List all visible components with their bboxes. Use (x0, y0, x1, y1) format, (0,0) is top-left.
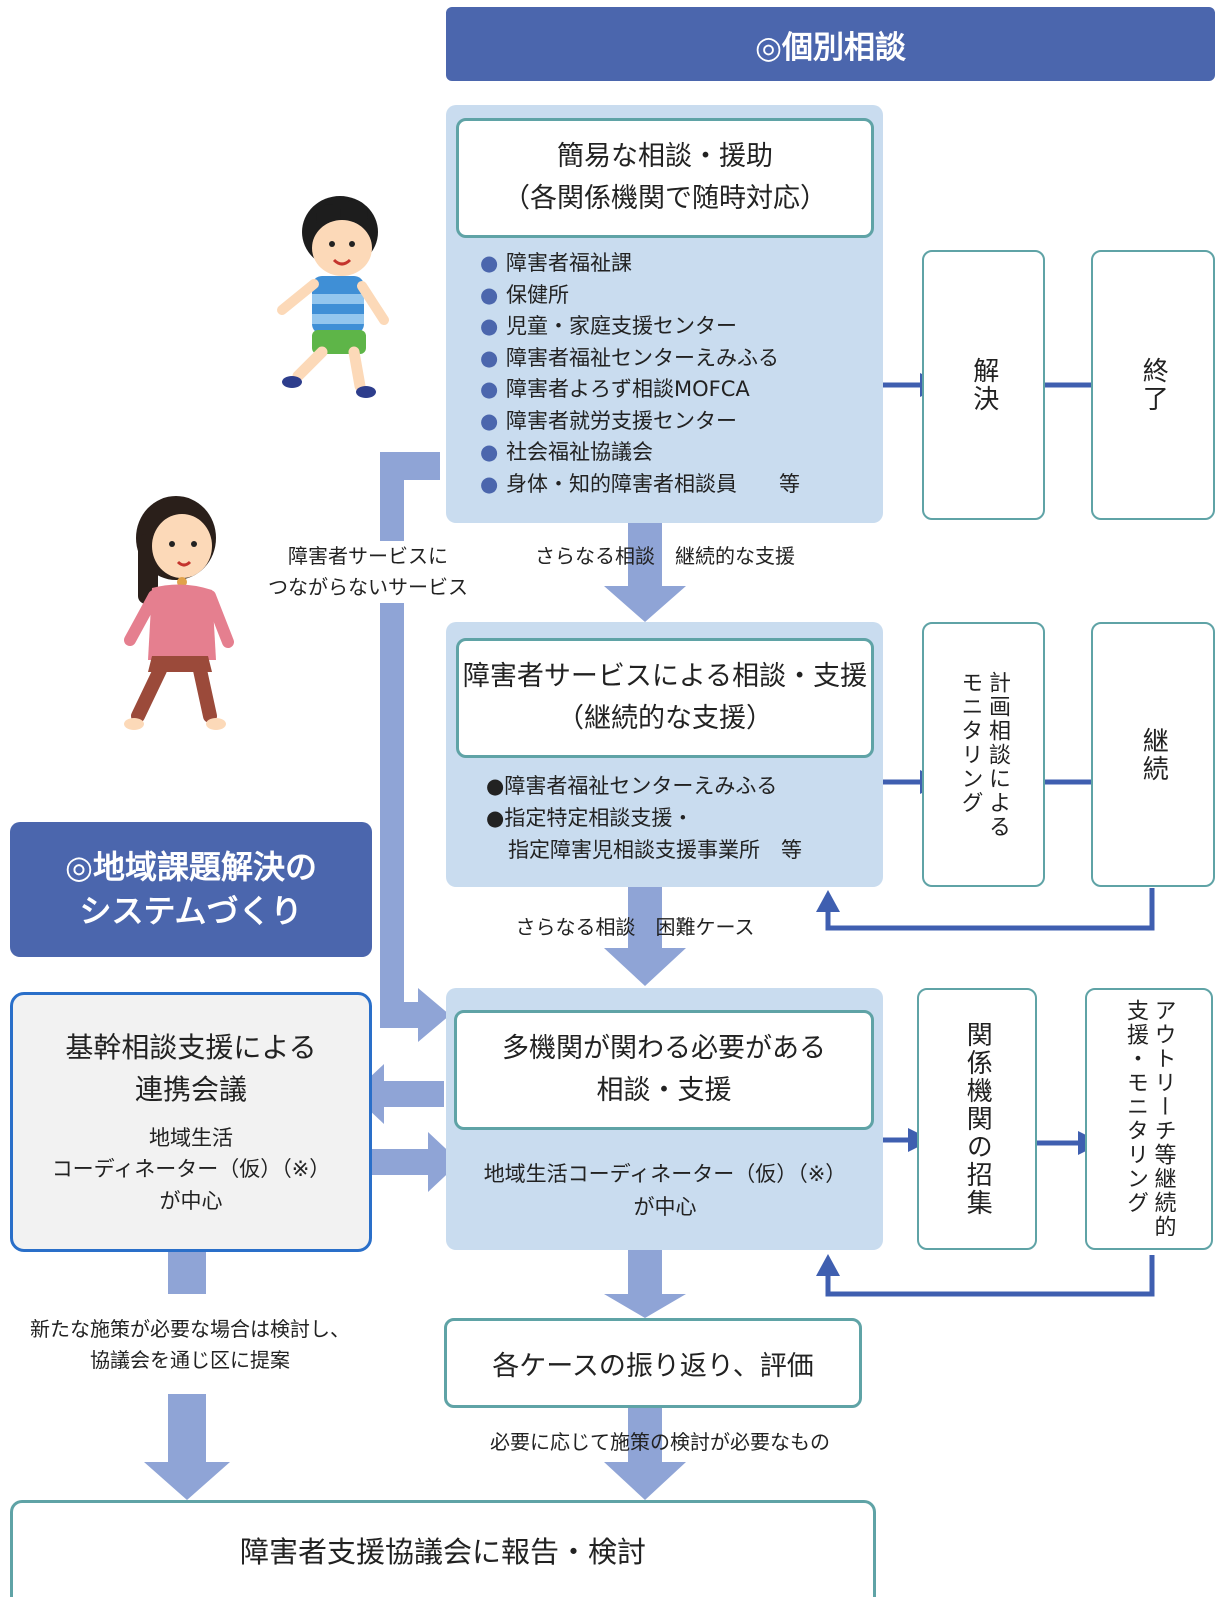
flow1-label: さらなる相談 継続的な支援 (535, 544, 795, 568)
council-report-box: 障害者支援協議会に報告・検討 (10, 1500, 876, 1597)
list-item: ●指定特定相談支援・ (486, 806, 694, 830)
down-arrow-3 (604, 1248, 686, 1318)
header-individual-consultation: ◎個別相談 (446, 7, 1215, 81)
plan-monitoring-box: 計画相談によるモニタリング (922, 622, 1045, 887)
header-individual-text: ◎個別相談 (754, 29, 907, 66)
simple-consultation-title-box: 簡易な相談・援助 （各関係機関で随時対応） (456, 118, 874, 238)
multi-title-line2: 相談・支援 (596, 1075, 732, 1106)
list-item: ●社会福祉協議会 (480, 440, 653, 464)
walking-woman-illustration (124, 496, 234, 730)
list-item: ●障害者福祉センターえみふる (480, 345, 779, 370)
service-consultation-title-box: 障害者サービスによる相談・支援 （継続的な支援） (456, 638, 874, 758)
outreach-text: アウトリーチ等継続的支援・モニタリング (1123, 999, 1176, 1239)
new-policy-label: 新たな施策が必要な場合は検討し、 協議会を通じ区に提案 (30, 1317, 350, 1372)
end-text: 終了 (1138, 357, 1169, 413)
case-review-box: 各ケースの振り返り、評価 (444, 1318, 862, 1408)
simple-agency-list: ●障害者福祉課 ●保健所 ●児童・家庭支援センター ●障害者福祉センターえみふる… (480, 248, 800, 500)
flow2-label: さらなる相談 困難ケース (515, 915, 755, 939)
council-report-text: 障害者支援協議会に報告・検討 (239, 1535, 646, 1569)
list-item: ●保健所 (480, 282, 569, 307)
service-title-line2: （継続的な支援） (557, 703, 773, 734)
non-service-label: 障害者サービスに つながらないサービス (262, 541, 474, 603)
policy-review-label: 必要に応じて施策の検討が必要なもの (490, 1430, 830, 1454)
outreach-box: アウトリーチ等継続的支援・モニタリング (1085, 988, 1213, 1250)
down-arrow-council (144, 1394, 230, 1500)
multi-title-line1: 多機関が関わる必要がある (502, 1033, 826, 1065)
service-title-line1: 障害者サービスによる相談・支援 (462, 661, 868, 693)
walking-boy-illustration (277, 196, 389, 398)
list-item: ●児童・家庭支援センター (480, 314, 737, 338)
plan-monitoring-text: 計画相談によるモニタリング (957, 670, 1011, 839)
header-regional-system: ◎地域課題解決の システムづくり (10, 822, 372, 957)
resolve-box: 解決 (922, 250, 1045, 520)
convene-text: 関係機関の招集 (962, 1021, 993, 1217)
multi-agency-title-box: 多機関が関わる必要がある 相談・支援 (454, 1010, 874, 1130)
liaison-meeting-box: 基幹相談支援による 連携会議 地域生活 コーディネーター（仮）（※） が中心 (10, 992, 372, 1252)
convene-box: 関係機関の招集 (917, 988, 1037, 1250)
continue-text: 継続 (1138, 726, 1169, 783)
case-review-text: 各ケースの振り返り、評価 (492, 1350, 814, 1382)
header-regional-line2: システムづくり (79, 891, 303, 930)
end-box: 終了 (1091, 250, 1215, 520)
list-item: ●障害者福祉課 (480, 251, 632, 275)
list-item: ●身体・知的障害者相談員 等 (480, 471, 800, 496)
simple-title-line2: （各関係機関で随時対応） (503, 183, 827, 214)
simple-title-line1: 簡易な相談・援助 (557, 141, 773, 173)
list-item: ●障害者よろず相談MOFCA (480, 377, 750, 401)
list-item: ●障害者福祉センターえみふる (486, 774, 778, 798)
list-item: 指定障害児相談支援事業所 等 (508, 838, 802, 862)
service-agency-list: ●障害者福祉センターえみふる ●指定特定相談支援・ 指定障害児相談支援事業所 等 (486, 770, 802, 866)
header-regional-line1: ◎地域課題解決の (65, 848, 317, 887)
multi-agency-note: 地域生活コーディネーター（仮）（※） が中心 (483, 1162, 847, 1219)
list-item: ●障害者就労支援センター (480, 408, 737, 433)
resolve-text: 解決 (968, 357, 999, 413)
continue-box: 継続 (1091, 622, 1215, 887)
liaison-note: 地域生活 コーディネーター（仮）（※） が中心 (51, 1125, 331, 1213)
liaison-title: 基幹相談支援による 連携会議 (65, 1030, 317, 1106)
